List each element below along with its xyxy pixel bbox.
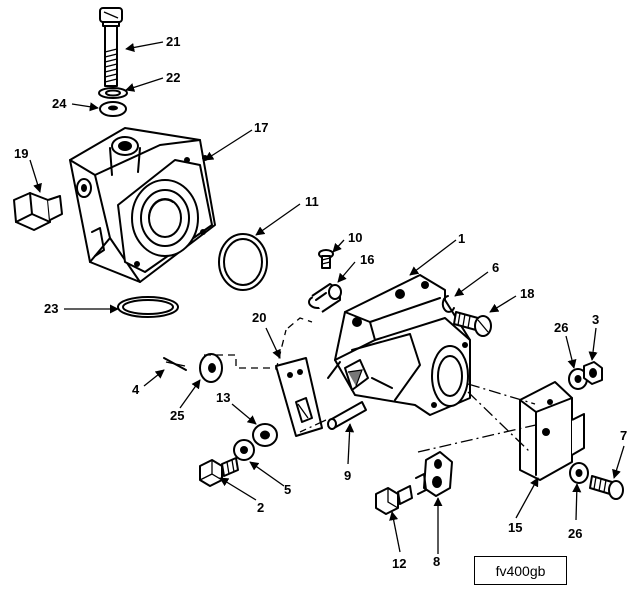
callout-11: 11 — [305, 194, 319, 209]
part-12-hex-bolt — [375, 485, 413, 515]
part-23-seal-ring — [117, 296, 179, 318]
callout-23: 23 — [44, 301, 58, 316]
part-18-screw — [453, 311, 492, 337]
callout-16: 16 — [360, 252, 374, 267]
callout-6: 6 — [492, 260, 499, 275]
callout-26-lower: 26 — [568, 526, 582, 541]
part-19-plug — [13, 192, 63, 231]
callout-24: 24 — [52, 96, 67, 111]
part-15-bracket — [519, 381, 585, 481]
figure-id-label: fv400gb — [474, 556, 567, 585]
part-9-pin — [327, 401, 367, 430]
callout-15: 15 — [508, 520, 522, 535]
callout-18: 18 — [520, 286, 534, 301]
callout-2: 2 — [257, 500, 264, 515]
part-8-clamp — [415, 451, 453, 497]
figure-id-text: fv400gb — [495, 562, 546, 579]
part-16-fitting — [308, 283, 342, 313]
part-21-bolt — [99, 7, 123, 87]
callout-17: 17 — [254, 120, 268, 135]
part-25-washer — [199, 353, 223, 383]
callout-20: 20 — [252, 310, 266, 325]
part-6-clip — [441, 295, 455, 313]
assembly-lines — [204, 317, 541, 453]
part-10-screw — [318, 249, 334, 269]
callout-25: 25 — [170, 408, 184, 423]
callout-22: 22 — [166, 70, 180, 85]
callout-labels: 21 22 24 17 19 11 10 1 16 6 18 23 20 26 … — [14, 34, 627, 571]
callout-21: 21 — [166, 34, 180, 49]
callout-26-upper: 26 — [554, 320, 568, 335]
part-2-hex-bolt — [199, 457, 239, 487]
callout-1: 1 — [458, 231, 465, 246]
callout-7: 7 — [620, 428, 627, 443]
part-1-main-unit — [327, 274, 471, 416]
part-7-screw — [589, 475, 624, 500]
part-17-bracket-housing — [69, 127, 216, 283]
part-3-nut — [583, 361, 603, 385]
part-26-washer-lower — [569, 462, 589, 484]
part-5-washer — [233, 439, 255, 461]
callout-3: 3 — [592, 312, 599, 327]
callout-8: 8 — [433, 554, 440, 569]
part-24-washer — [99, 101, 127, 117]
callout-19: 19 — [14, 146, 28, 161]
part-4-cotter-pin — [163, 357, 187, 371]
part-22-lock-washer — [98, 87, 128, 99]
callout-4: 4 — [132, 382, 140, 397]
callout-5: 5 — [284, 482, 291, 497]
leader-arrows — [29, 41, 625, 554]
part-11-o-ring — [218, 233, 268, 291]
part-20-plate — [275, 357, 323, 437]
part-13-washer — [252, 423, 278, 447]
callout-9: 9 — [344, 468, 351, 483]
callout-10: 10 — [348, 230, 362, 245]
callout-13: 13 — [216, 390, 230, 405]
callout-12: 12 — [392, 556, 406, 571]
